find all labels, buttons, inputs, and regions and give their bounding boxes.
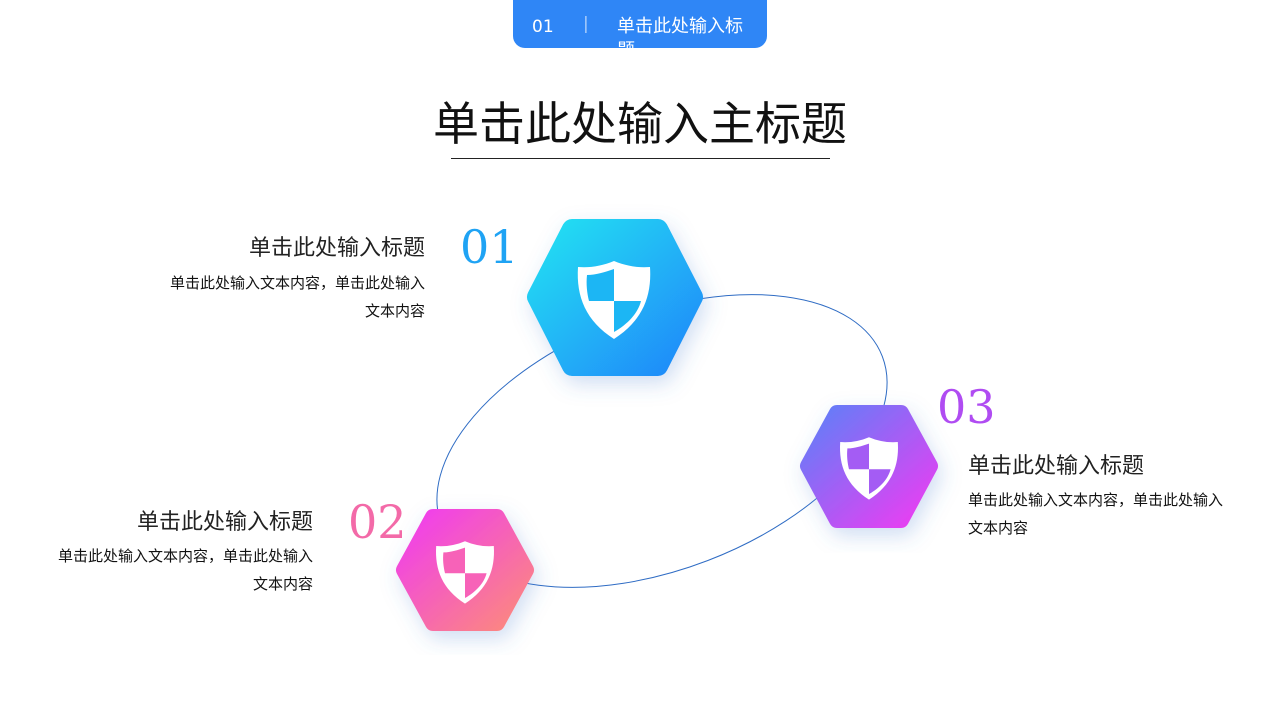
page-title[interactable]: 单击此处输入主标题 xyxy=(433,97,847,151)
item-desc-03[interactable]: 单击此处输入文本内容，单击此处输入文本内容 xyxy=(968,491,1224,537)
hexagon-03 xyxy=(800,405,938,528)
tab-number: 01 xyxy=(532,17,554,37)
tab-title: 单击此处输入标题 xyxy=(617,16,743,48)
tab-separator: | xyxy=(583,14,589,34)
hexagon-01 xyxy=(527,219,703,376)
item-title-01[interactable]: 单击此处输入标题 xyxy=(248,236,425,261)
item-title-03[interactable]: 单击此处输入标题 xyxy=(968,454,1145,479)
item-title-02[interactable]: 单击此处输入标题 xyxy=(136,510,313,535)
section-tab[interactable]: 01 | 单击此处输入标题 xyxy=(513,0,767,48)
item-number-03: 03 xyxy=(937,380,996,434)
item-number-01: 01 xyxy=(460,220,519,274)
title-underline xyxy=(451,158,830,159)
hexagon-02 xyxy=(396,509,534,631)
item-desc-01[interactable]: 单击此处输入文本内容，单击此处输入文本内容 xyxy=(169,274,425,320)
item-number-02: 02 xyxy=(348,495,407,549)
item-desc-02[interactable]: 单击此处输入文本内容，单击此处输入文本内容 xyxy=(57,547,313,593)
